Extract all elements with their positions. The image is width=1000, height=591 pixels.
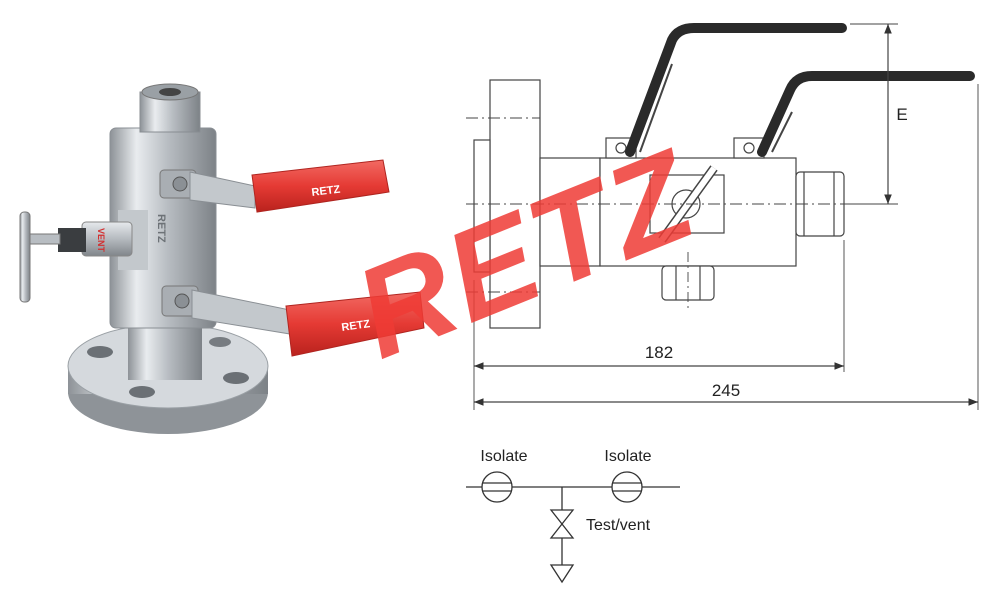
bolt-hole (223, 372, 249, 384)
drawing-lever-right (757, 71, 975, 157)
valve-photo: RETZ RETZ RETZ VENT (19, 83, 425, 434)
vent-t-handle (19, 211, 31, 303)
lower-stem-bolt (174, 293, 190, 309)
top-port-bore (159, 88, 181, 96)
isolate-left-label: Isolate (480, 448, 527, 465)
upper-handle-steel (189, 171, 256, 209)
bolt-hole (209, 337, 231, 347)
vent-drain-arrow-icon (549, 564, 575, 584)
upper-handle-grip (251, 159, 390, 213)
body-logo: RETZ (155, 214, 167, 243)
valve-drawing (466, 23, 979, 410)
dim-182-label: 182 (645, 343, 673, 362)
valve-neck (128, 320, 202, 380)
upper-handle-logo: RETZ (311, 184, 341, 199)
valve-schematic (466, 471, 680, 584)
vent-label: VENT (96, 228, 106, 253)
lower-handle-logo: RETZ (341, 318, 371, 334)
bolt-hole (87, 346, 113, 358)
dim-E-label: E (896, 105, 907, 124)
vent-stem (29, 233, 61, 245)
drawing-lever-left (625, 23, 847, 157)
isolate-right-label: Isolate (604, 448, 651, 465)
vent-knurled-nut (58, 228, 86, 252)
test-vent-label: Test/vent (586, 517, 651, 534)
upper-stem-bolt (172, 176, 188, 192)
test-vent-valve-symbol (549, 509, 575, 539)
bolt-hole (129, 386, 155, 398)
lower-handle-grip (285, 291, 425, 357)
isolate-right-symbol (611, 471, 643, 503)
isolate-left-symbol (481, 471, 513, 503)
vent-bonnet (81, 221, 133, 257)
drawing-body (539, 157, 601, 267)
drawing-flange-face (473, 139, 491, 273)
dim-245-label: 245 (712, 381, 740, 400)
